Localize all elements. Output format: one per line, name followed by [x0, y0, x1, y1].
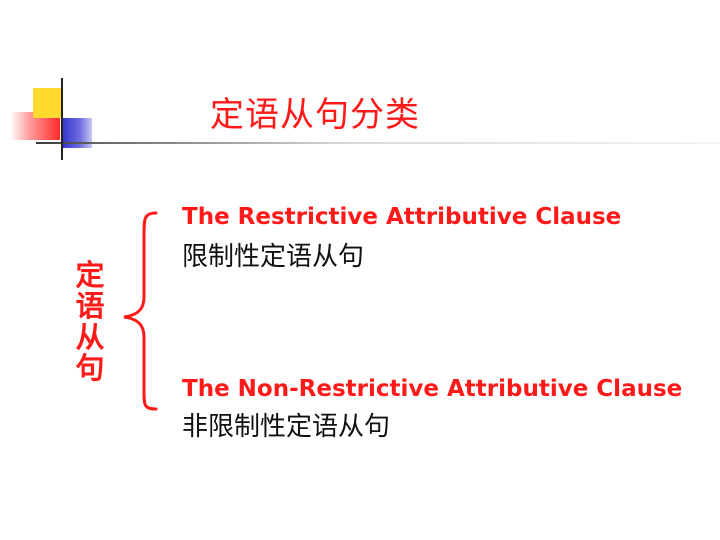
title-underline-divider: [36, 142, 720, 144]
restrictive-clause-english: The Restrictive Attributive Clause: [182, 204, 622, 230]
decorative-yellow-block: [33, 88, 63, 118]
category-label: 定语从句: [75, 258, 105, 385]
non-restrictive-clause-chinese: 非限制性定语从句: [182, 412, 391, 442]
slide-title: 定语从句分类: [210, 95, 420, 135]
decorative-vertical-line: [61, 78, 63, 160]
restrictive-clause-chinese: 限制性定语从句: [182, 242, 365, 272]
non-restrictive-clause-english: The Non-Restrictive Attributive Clause: [182, 376, 683, 402]
curly-brace-icon: [123, 211, 158, 411]
